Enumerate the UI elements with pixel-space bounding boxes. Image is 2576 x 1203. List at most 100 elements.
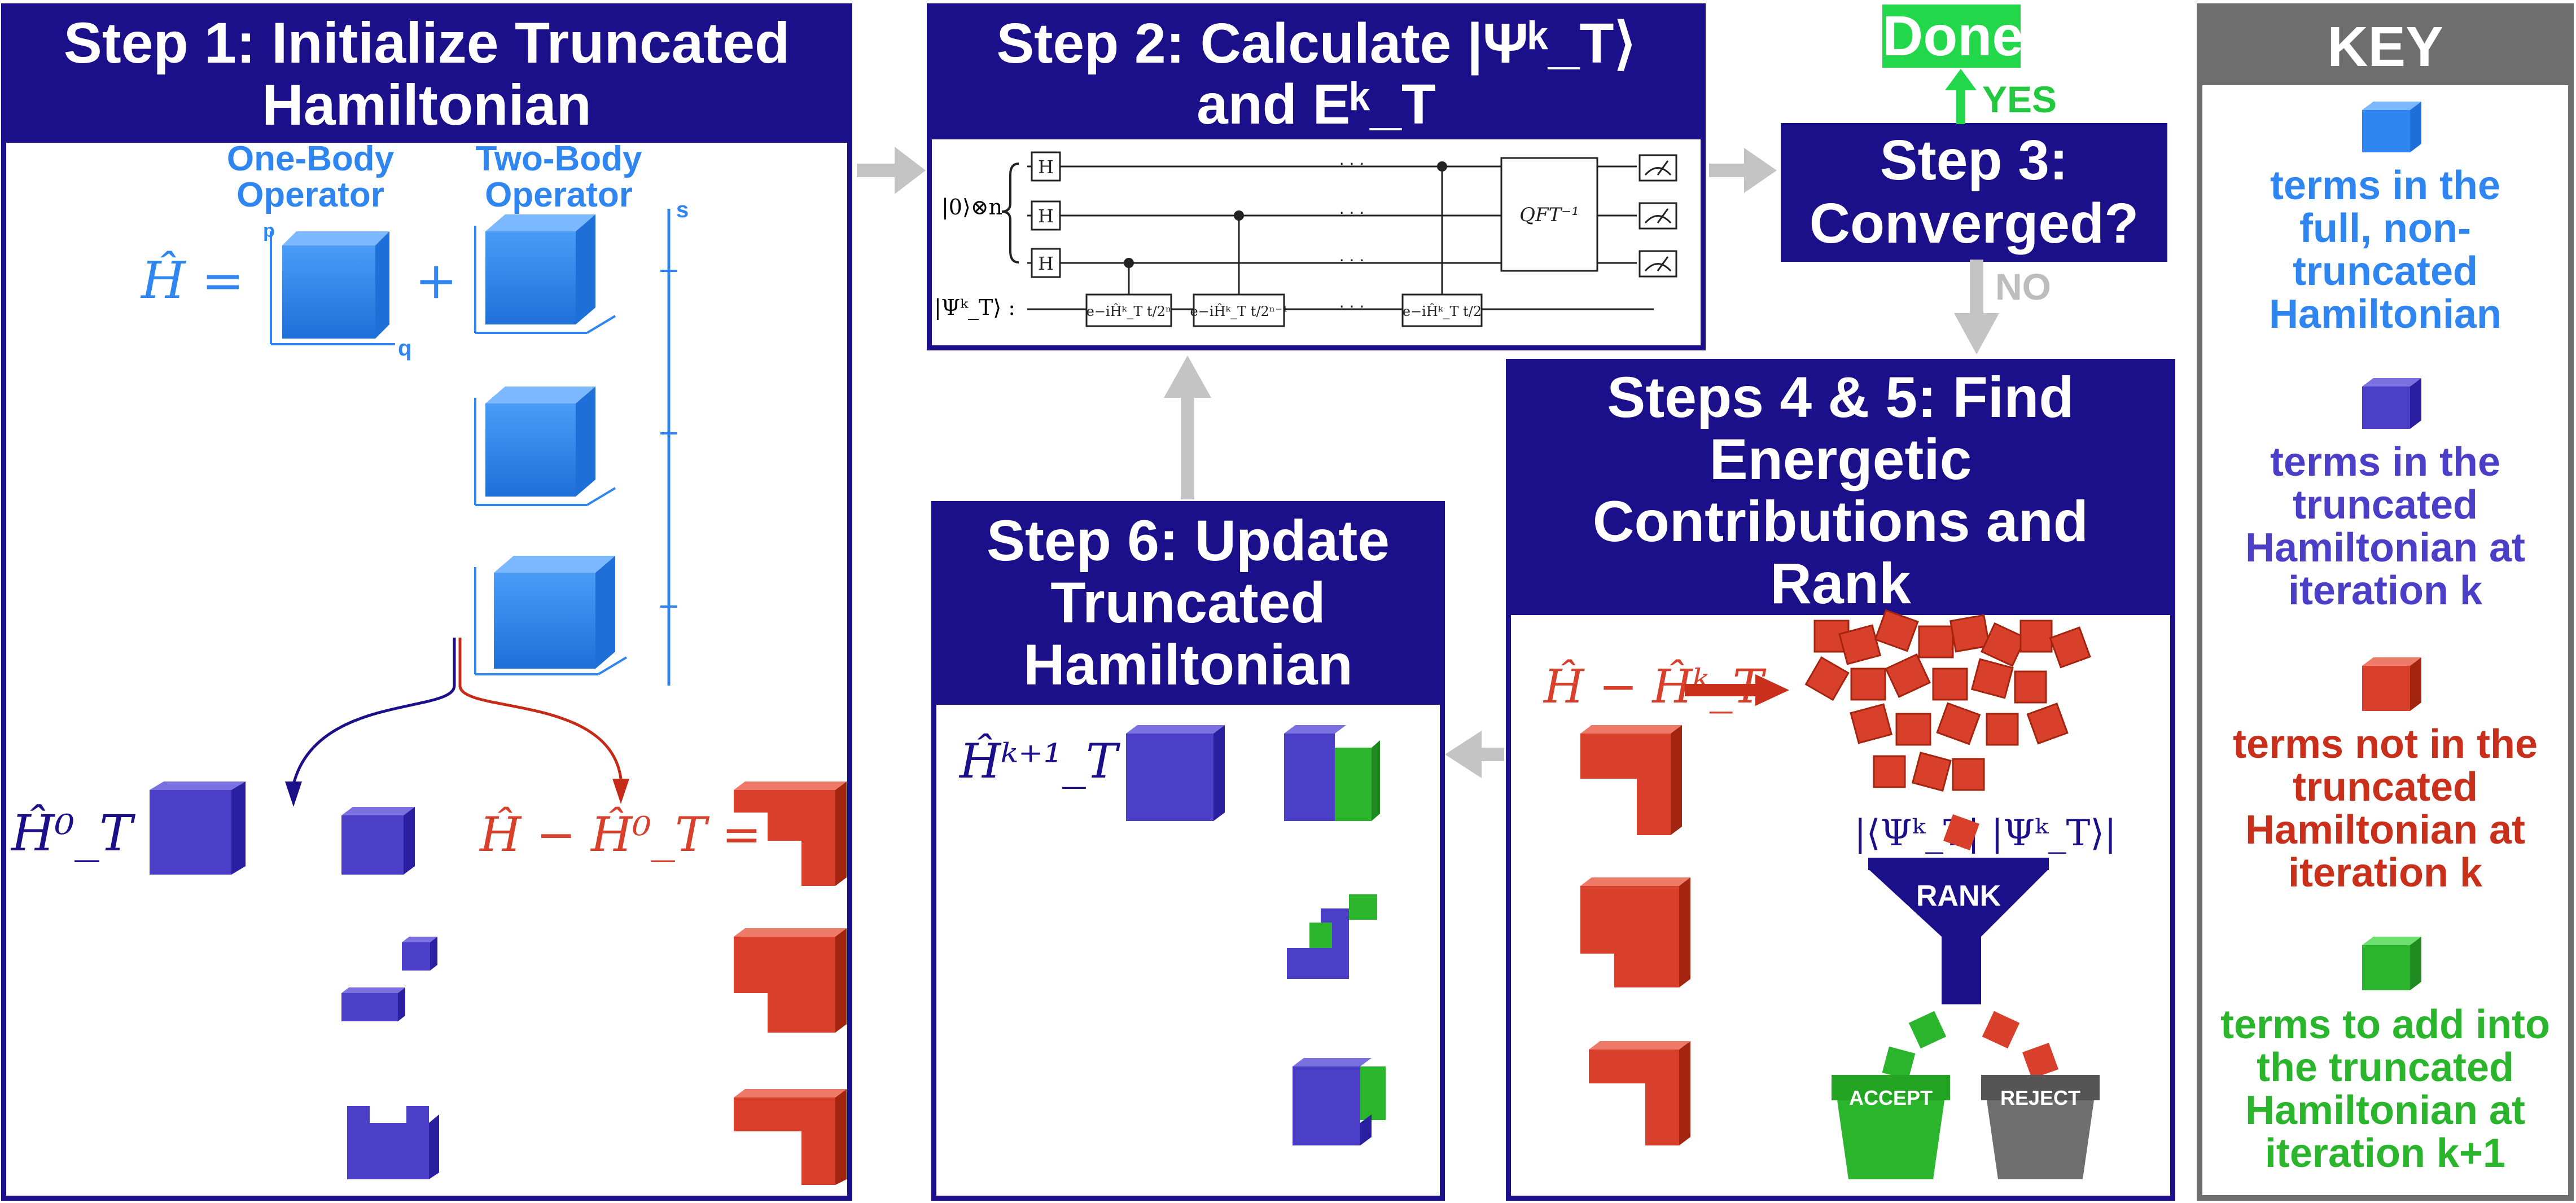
key-blue-line3: truncated bbox=[2292, 249, 2478, 294]
step45-title-line2: Energetic bbox=[1709, 427, 1972, 491]
red-cube-cloud bbox=[1804, 609, 2091, 792]
red-arrow bbox=[1685, 674, 1789, 706]
key-item-red: terms not in the truncated Hamiltonian a… bbox=[2202, 723, 2568, 894]
flow-arrows bbox=[857, 147, 1999, 778]
rank-label: RANK bbox=[1916, 880, 2001, 912]
split-arrow-right bbox=[458, 638, 623, 779]
s-axis bbox=[660, 209, 677, 686]
u-gate-1: e−iĤᵏ_T t/2ⁿ bbox=[1087, 303, 1172, 319]
h-equals: Ĥ = bbox=[141, 251, 244, 310]
dots-4: · · · bbox=[1339, 297, 1365, 316]
h-gate-2: H bbox=[1038, 205, 1054, 227]
key-icon-blue-cube bbox=[2362, 102, 2421, 152]
u-gate-3: e−iĤᵏ_T t/2 bbox=[1403, 303, 1482, 319]
key-purple-line3: Hamiltonian at bbox=[2245, 525, 2526, 570]
accept-bin bbox=[1832, 1075, 1950, 1179]
axis-q-1: q bbox=[398, 336, 411, 361]
two-body-cube-3 bbox=[474, 214, 616, 334]
key-purple-line1: terms in the bbox=[2270, 440, 2501, 485]
key-green-line3: Hamiltonian at bbox=[2245, 1088, 2526, 1133]
purple-pieces bbox=[341, 807, 439, 1179]
one-body-line2: Operator bbox=[236, 175, 384, 214]
accept-label: ACCEPT bbox=[1849, 1086, 1933, 1109]
key-blue-line4: Hamiltonian bbox=[2268, 292, 2502, 337]
key-blue-line1: terms in the bbox=[2270, 163, 2501, 208]
red-pieces-step1 bbox=[734, 781, 847, 1185]
step1-title-line2: Hamiltonian bbox=[262, 73, 592, 137]
key-red-line2: truncated bbox=[2292, 765, 2478, 810]
step2-header: Step 2: Calculate |Ψᵏ_T⟩ and Eᵏ_T bbox=[932, 8, 1701, 139]
done-box bbox=[1882, 5, 2021, 68]
step1-panel: Step 1: Initialize Truncated Hamiltonian bbox=[1, 3, 852, 1201]
key-green-line2: the truncated bbox=[2256, 1045, 2514, 1090]
key-red-line4: iteration k bbox=[2288, 850, 2483, 895]
two-body-cube-1 bbox=[474, 556, 628, 675]
key-blue-line2: full, non- bbox=[2299, 206, 2471, 251]
step45-title-line4: Rank bbox=[1770, 551, 1911, 616]
red-pieces-step45 bbox=[1580, 725, 1690, 1145]
key-purple-line2: truncated bbox=[2292, 482, 2478, 528]
step2-title-line2: and Eᵏ_T bbox=[1197, 73, 1436, 136]
falling-cubes bbox=[1882, 1011, 2059, 1080]
step3-title-line2: Converged? bbox=[1809, 192, 2139, 255]
axis-s: s bbox=[676, 197, 689, 222]
ket-psi: |Ψᵏ_T⟩ : bbox=[934, 295, 1016, 320]
key-title: KEY bbox=[2202, 9, 2568, 85]
reject-bin bbox=[1981, 1075, 2100, 1179]
h-minus-ht0: Ĥ − Ĥ⁰_T = bbox=[480, 807, 762, 862]
h-gate-1: H bbox=[1038, 156, 1054, 178]
done-label: Done bbox=[1882, 5, 2023, 68]
key-item-blue: terms in the full, non- truncated Hamilt… bbox=[2202, 164, 2568, 336]
step6-panel: Step 6: Update Truncated Hamiltonian bbox=[931, 501, 1445, 1201]
two-body-line1: Two-Body bbox=[475, 139, 642, 178]
h-gate-3: H bbox=[1038, 253, 1054, 274]
dots-2: · · · bbox=[1339, 204, 1365, 222]
key-item-green: terms to add into the truncated Hamilton… bbox=[2202, 1003, 2568, 1175]
dots-3: · · · bbox=[1339, 251, 1365, 270]
key-panel: KEY terms in the full, non- truncated Ha… bbox=[2197, 3, 2574, 1201]
split-arrow-left bbox=[292, 638, 456, 785]
two-body-label: Two-Body Operator bbox=[463, 141, 655, 213]
key-red-line1: terms not in the bbox=[2232, 722, 2538, 767]
dots-1: · · · bbox=[1339, 155, 1365, 173]
key-item-purple: terms in the truncated Hamiltonian at it… bbox=[2202, 441, 2568, 612]
step6-cubes bbox=[1126, 725, 1386, 1145]
step6-header: Step 6: Update Truncated Hamiltonian bbox=[936, 506, 1440, 705]
two-body-line2: Operator bbox=[485, 175, 633, 214]
step3-box bbox=[1781, 123, 2167, 262]
key-green-line1: terms to add into bbox=[2220, 1002, 2550, 1047]
step2-title-line1: Step 2: Calculate |Ψᵏ_T⟩ bbox=[996, 12, 1636, 75]
one-body-line1: One-Body bbox=[226, 139, 395, 178]
yes-label: YES bbox=[1982, 78, 2057, 120]
overlap-label: |⟨Ψᵏ_T| |Ψᵏ_T⟩| bbox=[1854, 813, 2117, 854]
step6-title-line1: Step 6: Update bbox=[986, 508, 1390, 573]
step6-title-line3: Hamiltonian bbox=[1023, 633, 1353, 697]
step45-header: Steps 4 & 5: Find Energetic Contribution… bbox=[1511, 364, 2170, 615]
step1-title-line1: Step 1: Initialize Truncated bbox=[63, 11, 790, 75]
key-red-line3: Hamiltonian at bbox=[2245, 807, 2526, 853]
key-green-line4: iteration k+1 bbox=[2264, 1131, 2506, 1176]
two-body-cube-2 bbox=[474, 387, 616, 506]
key-icon-red-cube bbox=[2362, 657, 2421, 711]
key-purple-line4: iteration k bbox=[2288, 568, 2483, 613]
key-icon-green-cube bbox=[2362, 937, 2421, 990]
u-gate-2: e−iĤᵏ_T t/2ⁿ⁻¹ bbox=[1190, 303, 1288, 319]
rank-funnel bbox=[1868, 814, 2049, 1004]
ht0-cube bbox=[150, 781, 246, 875]
step3-title-line1: Step 3: bbox=[1880, 129, 2069, 192]
step1-header: Step 1: Initialize Truncated Hamiltonian bbox=[6, 8, 847, 143]
step3-title: Step 3: Converged? bbox=[1781, 129, 2167, 255]
axis-p-1: p bbox=[263, 220, 275, 242]
key-icon-purple-cube bbox=[2362, 378, 2421, 429]
one-body-cube bbox=[270, 231, 395, 345]
step6-title-line2: Truncated bbox=[1050, 570, 1326, 635]
step45-title-line3: Contributions and bbox=[1592, 489, 2089, 554]
no-label: NO bbox=[1995, 266, 2051, 308]
reject-label: REJECT bbox=[2000, 1086, 2080, 1109]
yes-arrow bbox=[1945, 69, 1977, 124]
ket-zero: |0⟩⊗n bbox=[941, 195, 1003, 219]
step45-title-line1: Steps 4 & 5: Find bbox=[1607, 365, 2074, 429]
